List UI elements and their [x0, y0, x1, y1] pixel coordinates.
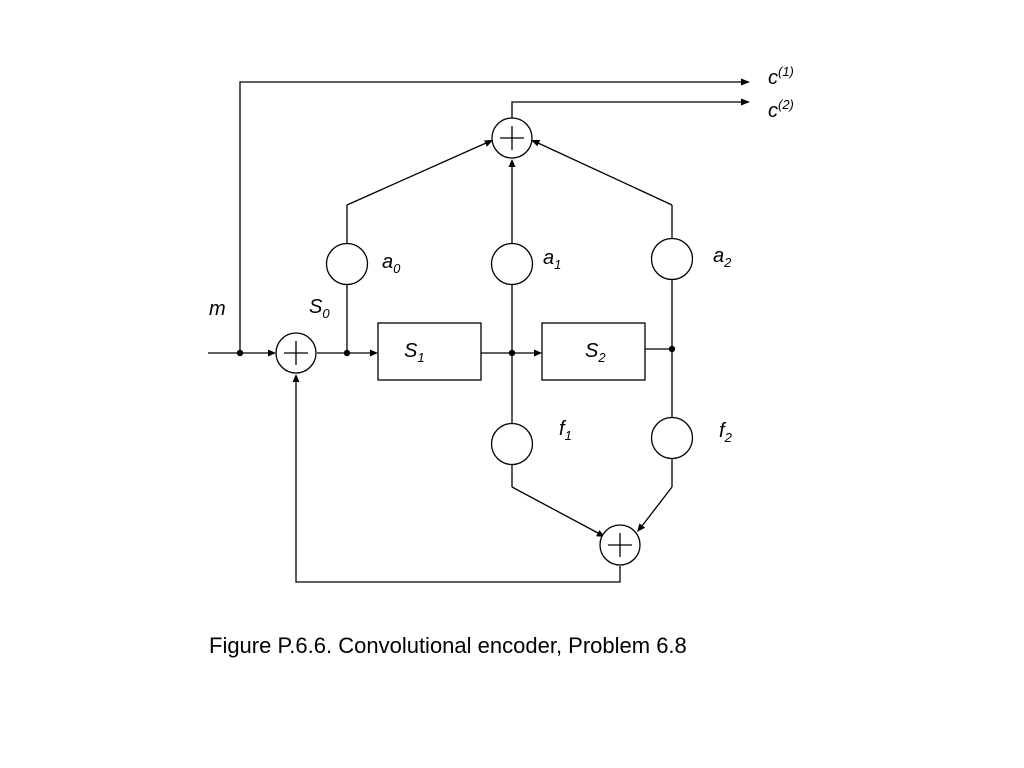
a1-adder-arrow: [508, 159, 516, 167]
f2-adder-arrow: [637, 523, 646, 532]
figure-caption: Figure P.6.6. Convolutional encoder, Pro…: [209, 633, 687, 658]
output-2-arrow: [741, 98, 750, 106]
s0-junction: [343, 349, 351, 357]
f2-label: f2: [719, 420, 733, 445]
register-s1: [377, 322, 482, 381]
f1-to-adder-line: [511, 486, 599, 534]
input-adder: [275, 332, 317, 374]
register-s2: [541, 322, 646, 381]
a2-tap: [650, 237, 694, 281]
feedback-line: [295, 381, 621, 583]
s1-input-arrow: [370, 349, 378, 357]
a2-adder-arrow: [531, 140, 541, 147]
a2-label: a2: [713, 245, 732, 270]
a0-label: a0: [382, 251, 401, 276]
input-junction: [236, 349, 244, 357]
f1-label: f1: [559, 418, 572, 443]
a0-tap: [325, 242, 369, 286]
output-adder: [491, 117, 533, 159]
s2-input-arrow: [534, 349, 542, 357]
input-adder-arrow: [268, 349, 276, 357]
output-1-label: c(1): [768, 64, 794, 89]
output-2-line: [511, 101, 742, 118]
s2-output-junction: [668, 345, 676, 353]
s0-label: S0: [309, 296, 330, 321]
f1-tap: [490, 422, 534, 466]
output-1-line: [239, 81, 742, 353]
output-2-label: c(2): [768, 97, 794, 122]
register-s1-label: S1: [404, 340, 425, 365]
a0-to-adder-line: [346, 142, 487, 206]
register-s2-label: S2: [585, 340, 606, 365]
s1-output-junction: [508, 349, 516, 357]
a0-adder-arrow: [484, 140, 493, 147]
feedback-adder: [599, 524, 641, 566]
output-1-arrow: [741, 78, 750, 86]
f2-tap: [650, 416, 694, 460]
a1-tap: [490, 242, 534, 286]
f2-to-adder-line: [641, 486, 673, 527]
a2-to-adder-line: [537, 142, 673, 206]
feedback-arrow: [292, 374, 300, 382]
input-label: m: [209, 298, 226, 320]
a1-label: a1: [543, 247, 561, 272]
